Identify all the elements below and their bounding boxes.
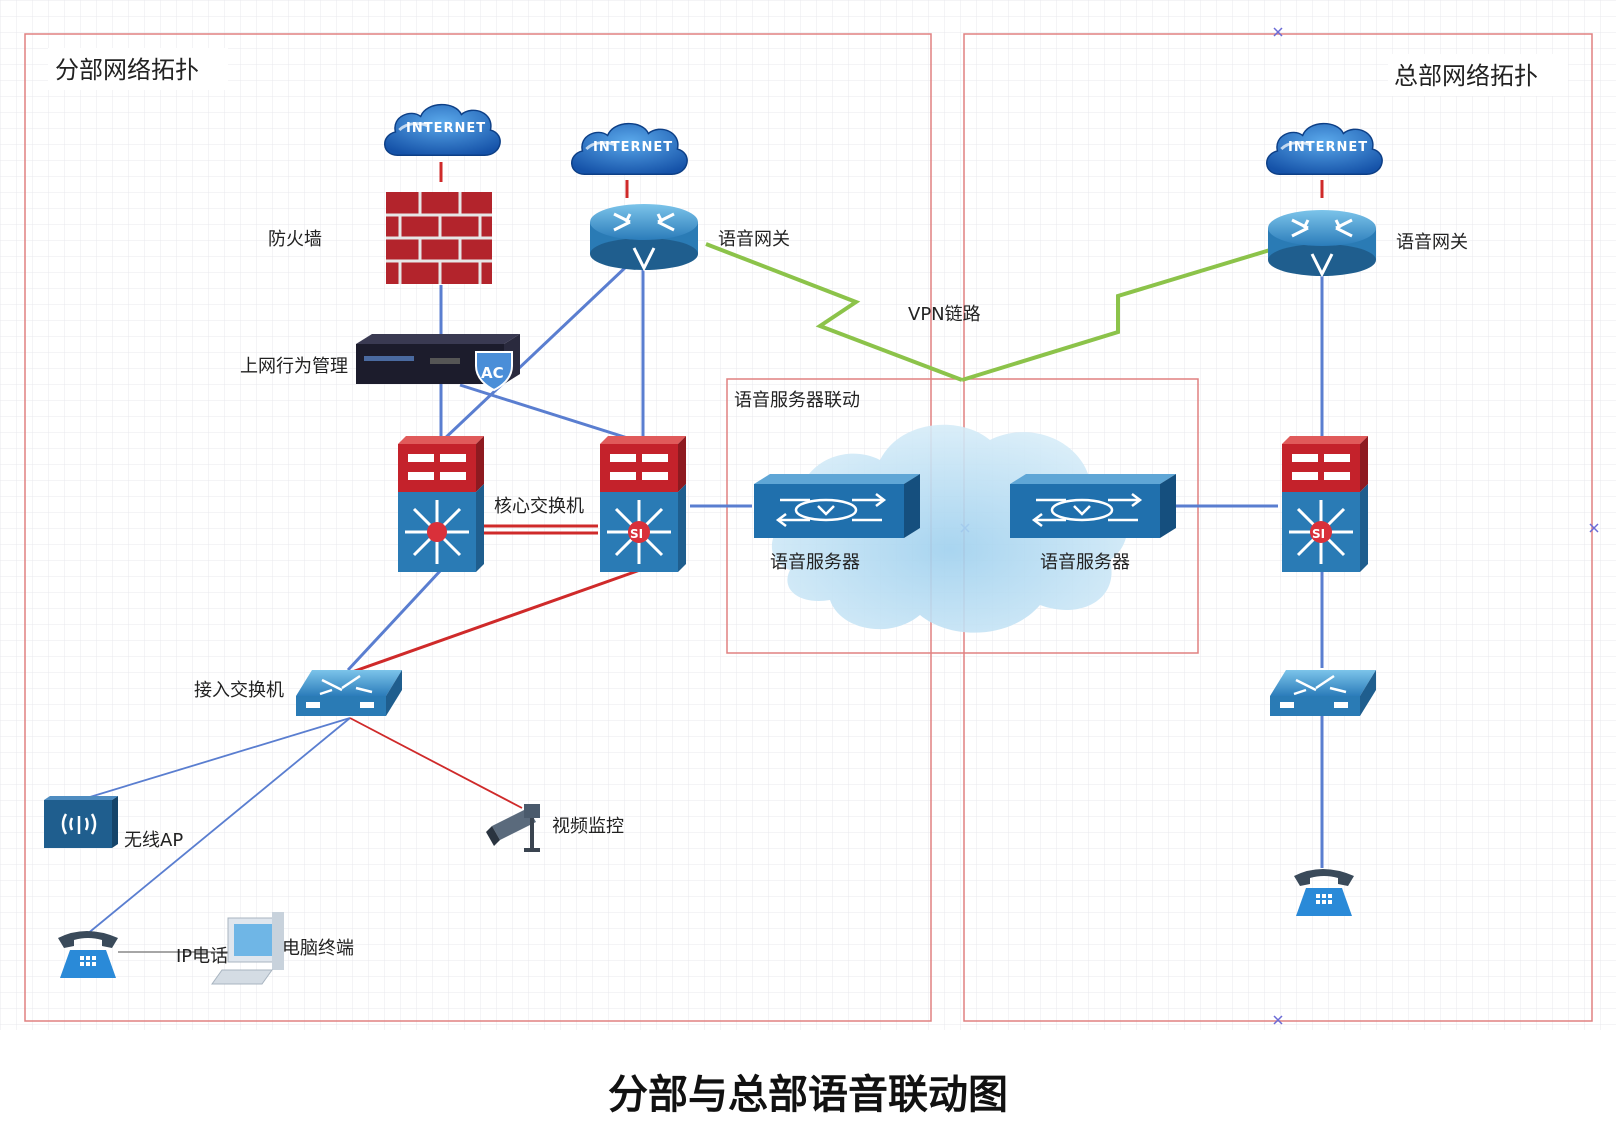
security-camera-icon xyxy=(486,804,540,852)
behavior-management-label: 上网行为管理 xyxy=(240,356,348,377)
voice-server-1-icon xyxy=(754,474,920,538)
behavior-management-icon: AC xyxy=(356,334,520,392)
internet-cloud-1: INTERNET xyxy=(383,103,502,157)
si-badge-1: SI xyxy=(630,527,643,541)
ac-badge: AC xyxy=(481,364,504,382)
voice-gateway-label: 语音网关 xyxy=(718,229,790,250)
hq-zone-label: 总部网络拓扑 xyxy=(1394,62,1538,90)
si-badge-hq: SI xyxy=(1312,527,1325,541)
internet-label-2: INTERNET xyxy=(593,140,673,155)
internet-drops xyxy=(439,162,1324,198)
ip-phone-label: IP电话 xyxy=(176,946,228,967)
wireless-ap-icon xyxy=(44,796,118,848)
voice-server-2-label: 语音服务器 xyxy=(1040,552,1130,573)
hq-ip-phone-icon xyxy=(1294,869,1354,916)
access-switch-label: 接入交换机 xyxy=(194,680,284,701)
core-switch-1-icon xyxy=(398,436,484,572)
access-switch-icon xyxy=(296,670,402,716)
ip-phone-icon xyxy=(58,931,118,978)
pc-terminal-label: 电脑终端 xyxy=(282,938,354,959)
hq-voice-gateway-router-icon xyxy=(1268,210,1376,278)
core-switch-label: 核心交换机 xyxy=(494,496,584,517)
pc-terminal-icon xyxy=(211,912,284,985)
internet-cloud-hq: INTERNET xyxy=(1265,122,1384,176)
video-monitor-label: 视频监控 xyxy=(552,816,624,837)
access-links xyxy=(79,717,523,953)
hq-access-switch-icon xyxy=(1270,670,1376,716)
hq-core-switch-icon: SI xyxy=(1282,436,1368,572)
wireless-ap-label: 无线AP xyxy=(124,830,183,851)
voice-server-link-label: 语音服务器联动 xyxy=(734,390,860,411)
voice-gateway-router-icon xyxy=(590,204,698,272)
internet-cloud-2: INTERNET xyxy=(570,122,689,176)
vpn-link-label: VPN链路 xyxy=(908,304,981,325)
red-links xyxy=(351,524,641,674)
voice-server-2-icon xyxy=(1010,474,1176,538)
firewall-label: 防火墙 xyxy=(268,229,322,250)
internet-label-hq: INTERNET xyxy=(1288,140,1368,155)
firewall-icon xyxy=(386,192,492,284)
internet-label-1: INTERNET xyxy=(406,121,486,136)
diagram-title: 分部与总部语音联动图 xyxy=(608,1072,1008,1118)
voice-server-1-label: 语音服务器 xyxy=(770,552,860,573)
blue-links xyxy=(346,263,1324,868)
hq-voice-gateway-label: 语音网关 xyxy=(1396,232,1468,253)
branch-zone-label: 分部网络拓扑 xyxy=(55,56,199,84)
core-switch-2-icon: SI xyxy=(600,436,686,572)
vpn-link-lines xyxy=(705,242,1271,382)
